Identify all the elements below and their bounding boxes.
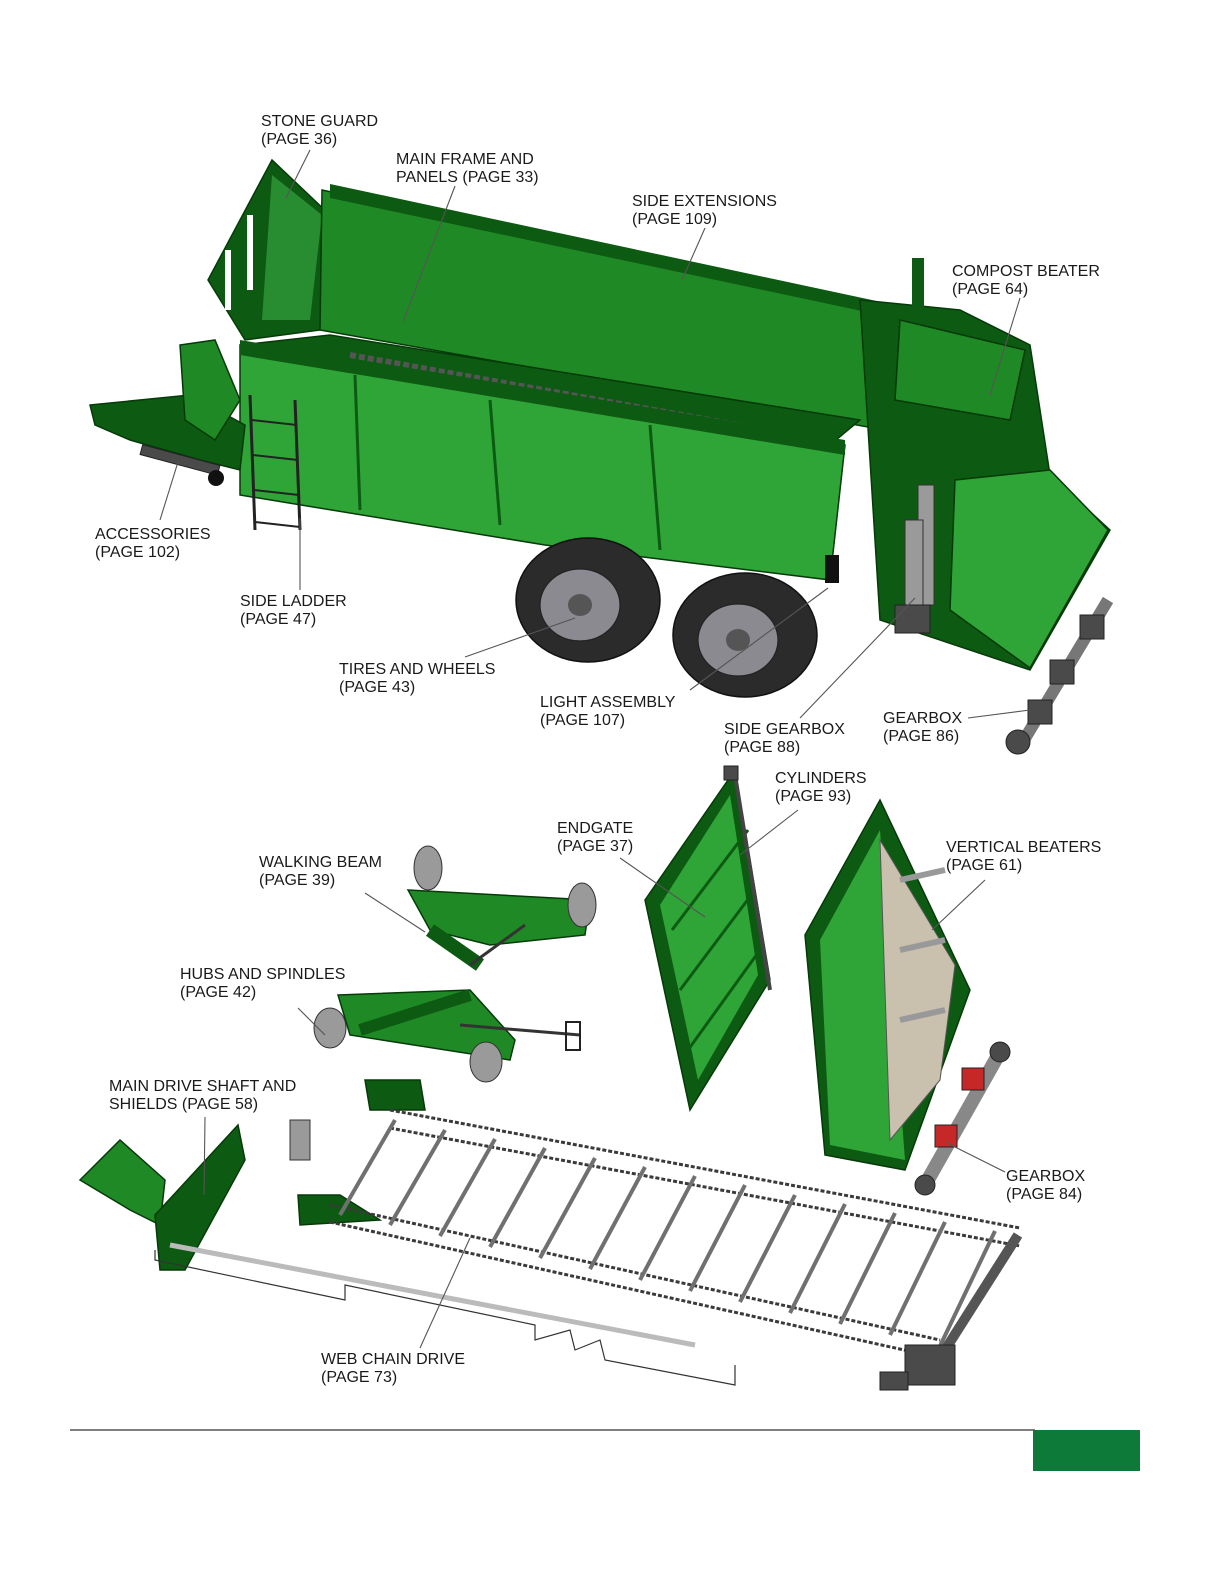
walking-beam-part <box>406 845 597 971</box>
callout-compost-beater: COMPOST BEATER(PAGE 64) <box>952 263 1100 298</box>
callout-cylinders: CYLINDERS(PAGE 93) <box>775 770 867 805</box>
callout-walking-beam: WALKING BEAM(PAGE 39) <box>259 854 382 889</box>
callout-vertical-beaters: VERTICAL BEATERS(PAGE 61) <box>946 839 1101 874</box>
gearbox-86-part <box>1005 596 1114 755</box>
main-drive-shaft-part <box>78 1119 736 1386</box>
endgate-part <box>644 768 771 1112</box>
callout-gearbox-86: GEARBOX(PAGE 86) <box>883 710 962 745</box>
accessories-part <box>89 339 246 486</box>
spreader-main-assembly <box>89 158 1114 755</box>
hubs-spindles-part <box>313 989 581 1083</box>
callout-hubs-spindles: HUBS AND SPINDLES(PAGE 42) <box>180 966 345 1001</box>
callout-side-ladder: SIDE LADDER(PAGE 47) <box>240 593 347 628</box>
callout-stone-guard: STONE GUARD(PAGE 36) <box>261 113 378 148</box>
leader-lines <box>159 149 1031 1349</box>
web-chain-drive-part <box>297 1079 1023 1391</box>
side-gearbox-part <box>894 519 931 634</box>
callout-side-extensions: SIDE EXTENSIONS(PAGE 109) <box>632 193 777 228</box>
side-ladder-part <box>248 394 302 531</box>
vertical-beaters-part <box>804 798 971 1171</box>
page-tab <box>1033 1430 1140 1471</box>
gearbox-84-part <box>914 1041 1011 1196</box>
callout-tires-wheels: TIRES AND WHEELS(PAGE 43) <box>339 661 495 696</box>
callout-accessories: ACCESSORIES(PAGE 102) <box>95 526 211 561</box>
light-assembly-part <box>825 555 839 583</box>
callout-web-chain-drive: WEB CHAIN DRIVE(PAGE 73) <box>321 1351 465 1386</box>
callout-gearbox-84: GEARBOX(PAGE 84) <box>1006 1168 1085 1203</box>
cylinders-part <box>723 765 772 991</box>
tires-and-wheels-part <box>515 537 818 698</box>
callout-side-gearbox: SIDE GEARBOX(PAGE 88) <box>724 721 845 756</box>
stone-guard-part <box>207 158 331 341</box>
callout-light-assembly: LIGHT ASSEMBLY(PAGE 107) <box>540 694 676 729</box>
callout-endgate: ENDGATE(PAGE 37) <box>557 820 633 855</box>
